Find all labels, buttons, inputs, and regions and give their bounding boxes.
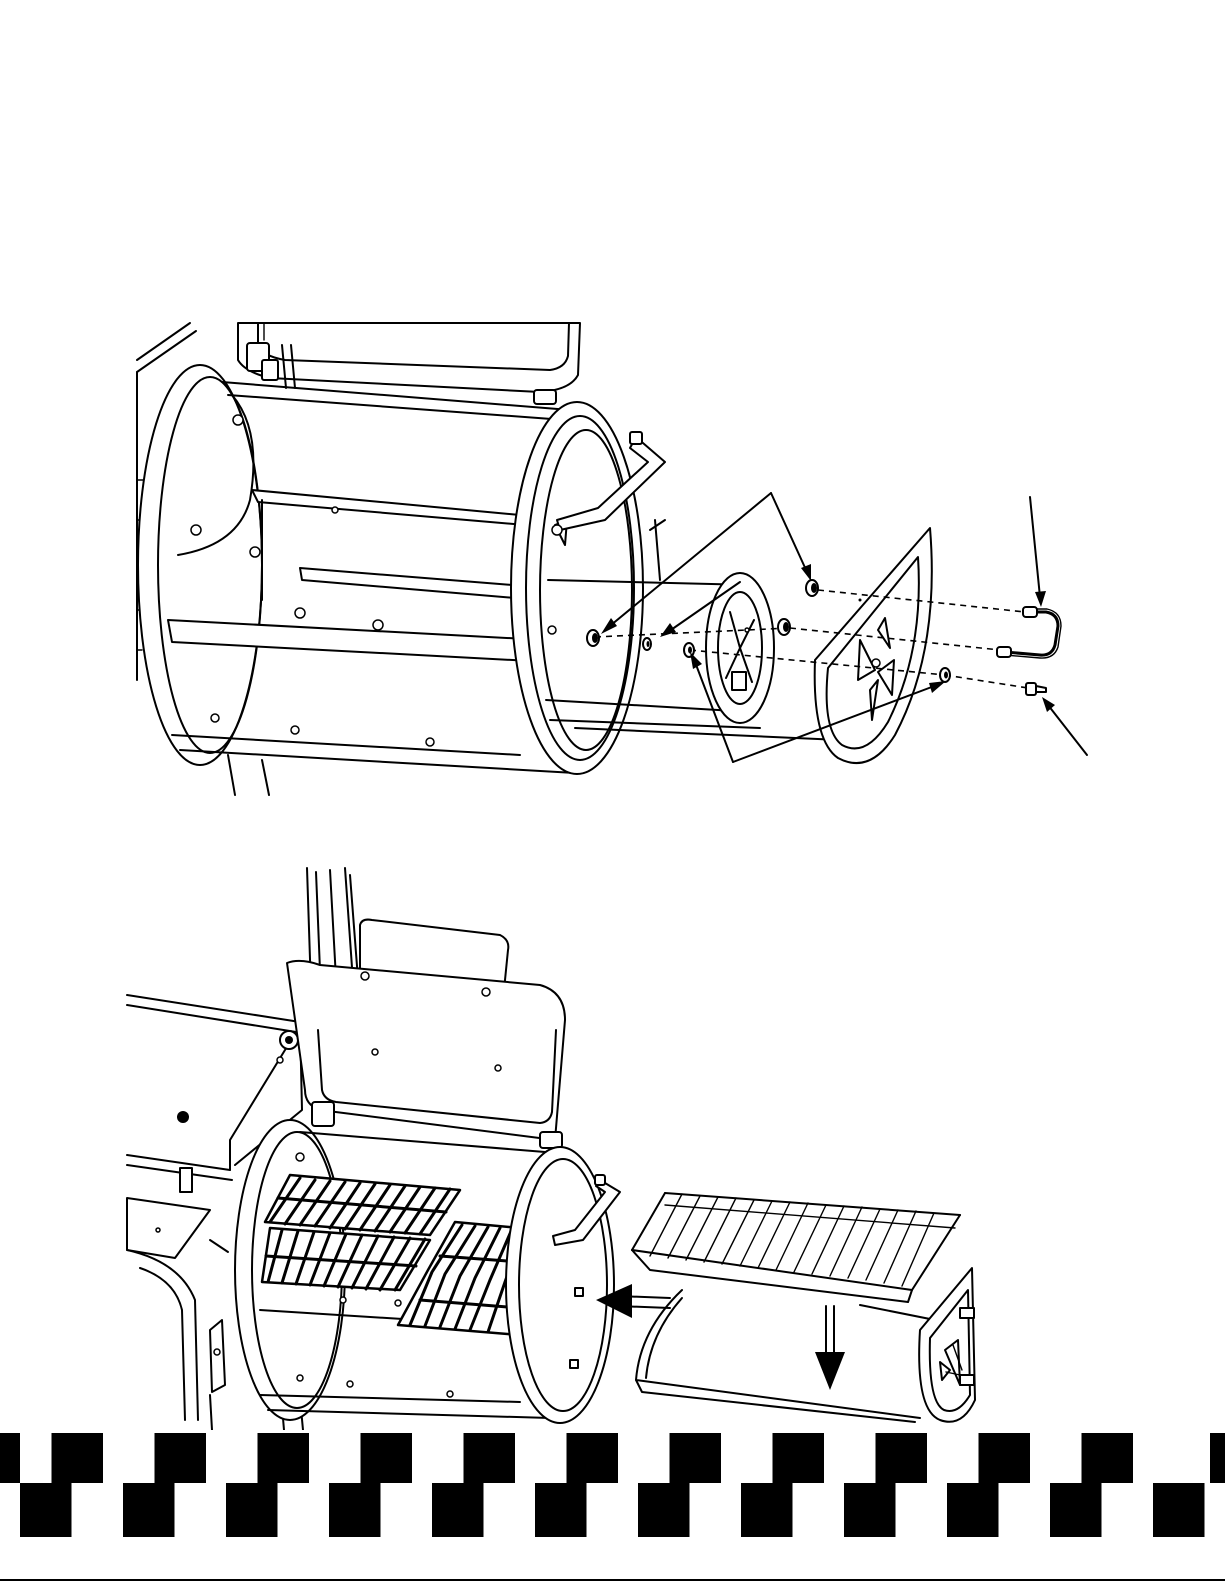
checker-square (876, 1433, 928, 1483)
nut-icon (587, 630, 599, 646)
firebox-barrel (235, 1120, 620, 1423)
firebox-lid (238, 323, 580, 404)
bolt-icon (1026, 683, 1046, 695)
firebox-exploded-svg (0, 0, 1225, 820)
washer-icon (940, 668, 950, 682)
checker-square (361, 1433, 413, 1483)
checker-square (773, 1433, 825, 1483)
handle-icon (997, 607, 1061, 658)
washer-icon (643, 638, 651, 650)
bottom-rule (0, 1579, 1225, 1581)
checker-square (1082, 1433, 1134, 1483)
grates-install-svg (0, 860, 1225, 1430)
legs (228, 755, 269, 795)
checker-square (1050, 1483, 1102, 1537)
firebox-lid (287, 961, 565, 1148)
checker-square (670, 1433, 722, 1483)
checker-square (741, 1483, 793, 1537)
ash-pan (636, 1268, 975, 1422)
checker-square (844, 1483, 896, 1537)
grates-install-illustration (0, 860, 1225, 1430)
checker-square (1153, 1483, 1205, 1537)
wire-rack (632, 1193, 960, 1302)
checker-square (567, 1433, 619, 1483)
checker-square (329, 1483, 381, 1537)
checker-square (123, 1483, 175, 1537)
firebox-exploded-illustration (0, 0, 1225, 820)
checker-square (1210, 1433, 1225, 1483)
checker-square (432, 1483, 484, 1537)
checker-square (638, 1483, 690, 1537)
nut-icon (806, 580, 818, 596)
nut-icon (778, 619, 790, 635)
drop-arrow-icon (815, 1306, 845, 1390)
checker-square (979, 1433, 1031, 1483)
checkerboard-footer (0, 1433, 1225, 1585)
checker-square (226, 1483, 278, 1537)
checker-square (52, 1433, 104, 1483)
checker-square (258, 1433, 310, 1483)
checker-square (20, 1483, 72, 1537)
checker-square (155, 1433, 207, 1483)
firebox-barrel (138, 365, 665, 774)
checker-square (947, 1483, 999, 1537)
checker-square (535, 1483, 587, 1537)
checker-square (464, 1433, 516, 1483)
checker-square (0, 1433, 20, 1483)
